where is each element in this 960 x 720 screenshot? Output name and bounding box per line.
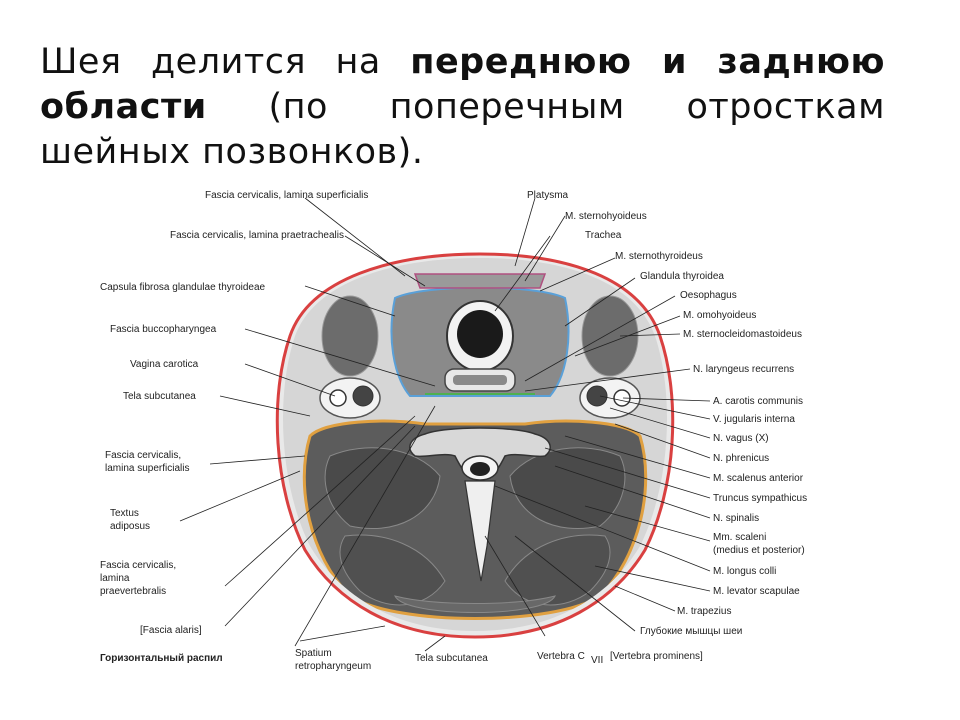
- label-fascia-buccopharyngea: Fascia buccopharyngea: [110, 324, 217, 335]
- label-m-levator-scapulae: M. levator scapulae: [713, 586, 800, 597]
- label-trachea: Trachea: [585, 230, 622, 241]
- carotid-sheath-left: [319, 377, 381, 419]
- heading-part2: (по поперечным отросткам шейных позвонко…: [40, 87, 885, 172]
- leader-lines: [179, 197, 711, 652]
- label-truncus-sympathicus: Truncus sympathicus: [713, 493, 807, 504]
- label-mm-scaleni: Mm. scaleni: [713, 532, 766, 543]
- label-m-longus-colli: M. longus colli: [713, 566, 776, 577]
- label-fascia-cervicalis-1: Fascia cervicalis,: [105, 450, 181, 461]
- label-m-trapezius: M. trapezius: [677, 606, 731, 617]
- label-n-spinalis: N. spinalis: [713, 513, 759, 524]
- label-fascia-praetrachealis: Fascia cervicalis, lamina praetrachealis: [170, 230, 344, 241]
- label-tela-subcutanea-left: Tela subcutanea: [123, 391, 196, 402]
- label-m-sternothyroideus: M. sternothyroideus: [615, 251, 703, 262]
- heading-bold: переднюю и заднюю области: [40, 42, 885, 127]
- label-vagina-carotica: Vagina carotica: [130, 359, 199, 370]
- label-lamina-superficialis: lamina superficialis: [105, 463, 189, 474]
- label-vertebra-c: Vertebra C: [537, 651, 585, 662]
- label-oesophagus: Oesophagus: [680, 290, 737, 301]
- label-praevertebralis: praevertebralis: [100, 586, 166, 597]
- label-medius-et-posterior: (medius et posterior): [713, 545, 805, 556]
- label-fascia-cervicalis-2: Fascia cervicalis,: [100, 560, 176, 571]
- label-lamina: lamina: [100, 573, 130, 584]
- label-n-phrenicus: N. phrenicus: [713, 453, 769, 464]
- heading-part1: Шея делится на: [40, 42, 411, 82]
- label-a-carotis-communis: A. carotis communis: [713, 396, 803, 407]
- label-glandula-thyroidea: Glandula thyroidea: [640, 271, 724, 282]
- figure-caption: Горизонтальный распил: [100, 653, 223, 664]
- label-m-sternohyoideus: M. sternohyoideus: [565, 211, 647, 222]
- label-platysma: Platysma: [527, 190, 569, 201]
- label-tela-subcutanea-bottom: Tela subcutanea: [415, 653, 488, 664]
- label-fascia-alaris: [Fascia alaris]: [140, 625, 202, 636]
- label-retropharyngeum: retropharyngeum: [295, 661, 371, 672]
- label-adiposus: adiposus: [110, 521, 150, 532]
- vertebra-shape: [409, 427, 551, 582]
- neck-cross-section-figure: Fascia cervicalis, lamina superficialis …: [95, 186, 855, 696]
- label-m-sternocleidomastoideus: M. sternocleidomastoideus: [683, 329, 802, 340]
- label-n-vagus: N. vagus (X): [713, 433, 769, 444]
- label-vertebra-vii: VII: [591, 655, 603, 666]
- label-deep-neck-muscles: Глубокие мышцы шеи: [640, 625, 742, 637]
- label-textus: Textus: [110, 508, 139, 519]
- label-n-laryngeus-recurrens: N. laryngeus recurrens: [693, 364, 794, 375]
- label-m-scalenus-anterior: M. scalenus anterior: [713, 473, 804, 484]
- slide-heading: Шея делится на переднюю и заднюю области…: [40, 40, 885, 175]
- label-capsula-fibrosa: Capsula fibrosa glandulae thyroideae: [100, 282, 266, 293]
- label-fascia-superficialis-top: Fascia cervicalis, lamina superficialis: [205, 190, 368, 201]
- label-spatium: Spatium: [295, 648, 332, 659]
- label-m-omohyoideus: M. omohyoideus: [683, 310, 756, 321]
- neck-cross-section-svg: Fascia cervicalis, lamina superficialis …: [100, 190, 807, 672]
- label-v-jugularis-interna: V. jugularis interna: [713, 414, 795, 425]
- label-vertebra-prominens: [Vertebra prominens]: [610, 651, 703, 662]
